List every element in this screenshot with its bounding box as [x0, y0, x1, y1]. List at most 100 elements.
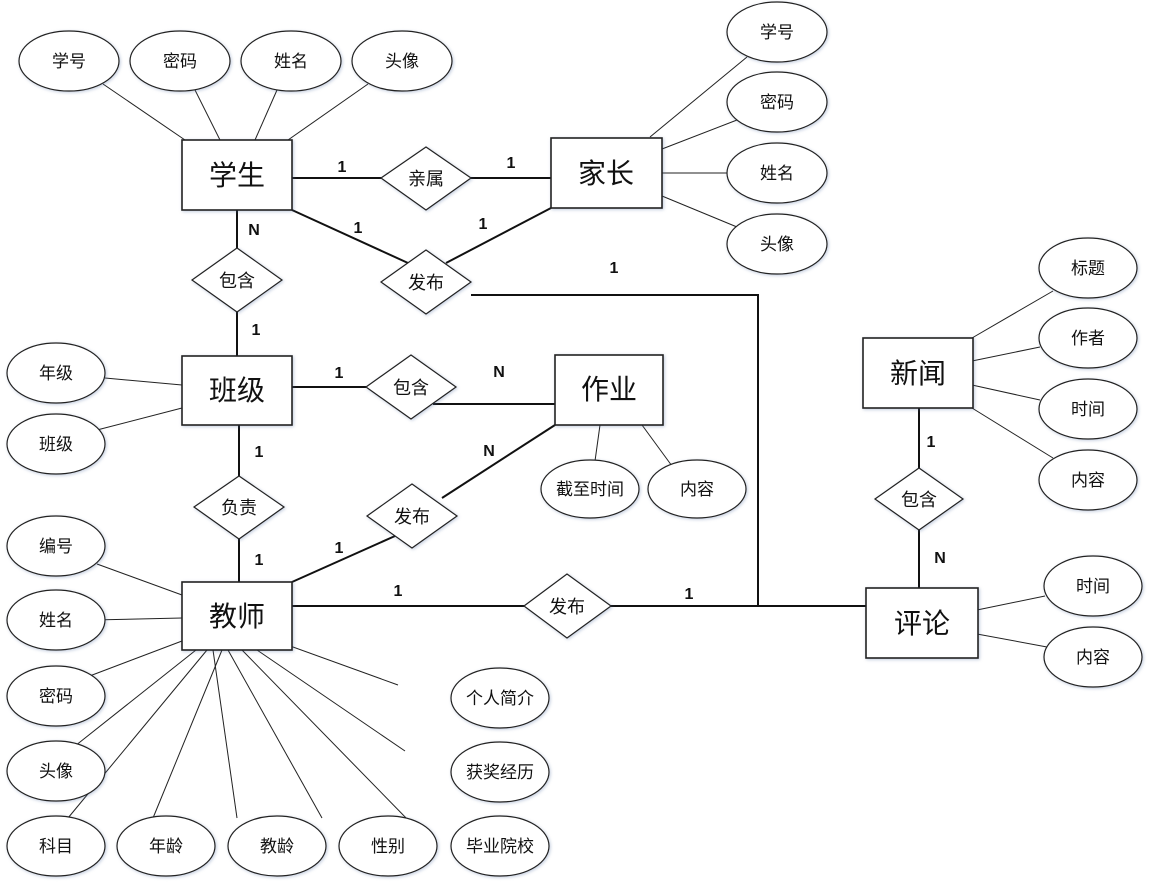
relationship-teacher-publish-homework[interactable]: 发布 [365, 483, 459, 549]
attr-class-class[interactable]: 班级 [6, 413, 106, 475]
edge-class-class [96, 407, 183, 431]
edge-student-name [254, 89, 278, 141]
attr-parent-avatar-label: 头像 [760, 235, 794, 255]
relationship-teacher-publish-homework-label: 发布 [394, 507, 430, 528]
attr-news-content-label: 内容 [1071, 471, 1105, 491]
edge-teacher-number [96, 563, 183, 596]
edge-parent-publish [445, 207, 552, 264]
relationship-teacher-publish-comment-label: 发布 [549, 597, 585, 618]
attr-news-title[interactable]: 标题 [1038, 237, 1138, 299]
attr-teacher-age[interactable]: 年龄 [116, 815, 216, 877]
edge-teacher-teaching-years [212, 649, 238, 819]
attr-comment-content-label: 内容 [1076, 648, 1110, 668]
attr-teacher-number-label: 编号 [39, 537, 73, 557]
attr-teacher-name-label: 姓名 [39, 611, 73, 631]
entity-comment-label: 评论 [894, 607, 950, 640]
entity-parent-label: 家长 [578, 157, 634, 190]
relationship-kinship[interactable]: 亲属 [379, 146, 473, 211]
entity-news[interactable]: 新闻 [862, 337, 974, 409]
edge-news-title [971, 290, 1054, 339]
attr-news-author[interactable]: 作者 [1038, 307, 1138, 369]
attr-student-name-label: 姓名 [274, 52, 308, 72]
relationship-news-contains-comment[interactable]: 包含 [873, 467, 965, 531]
entity-class-label: 班级 [209, 374, 265, 407]
card-teacher-publish-homework: 1 [335, 540, 344, 557]
edge-parent-avatar [661, 195, 738, 228]
attr-teacher-intro-label: 个人简介 [466, 689, 534, 709]
relationship-responsible[interactable]: 负责 [192, 475, 286, 540]
attr-student-password[interactable]: 密码 [129, 30, 231, 92]
attr-teacher-number[interactable]: 编号 [6, 515, 106, 577]
attr-teacher-school[interactable]: 毕业院校 [450, 815, 550, 877]
edge-comment-time [976, 595, 1046, 611]
card-parent-kinship: 1 [507, 155, 516, 172]
edge-teacher-school [241, 649, 411, 823]
attr-news-content[interactable]: 内容 [1038, 449, 1138, 511]
attr-teacher-avatar[interactable]: 头像 [6, 740, 106, 802]
edges [67, 56, 1054, 823]
edge-publish-comment-link [471, 294, 759, 605]
attr-teacher-intro[interactable]: 个人简介 [450, 667, 550, 729]
relationship-teacher-publish-comment[interactable]: 发布 [522, 573, 613, 639]
card-comment-contains: N [934, 550, 946, 567]
card-class-contains-homework: 1 [335, 365, 344, 382]
edge-homework-deadline [594, 424, 601, 462]
entity-student[interactable]: 学生 [181, 139, 293, 211]
attr-comment-time[interactable]: 时间 [1043, 555, 1143, 617]
attr-teacher-age-label: 年龄 [149, 837, 183, 857]
attr-news-time[interactable]: 时间 [1038, 378, 1138, 440]
card-publish-comment: 1 [610, 260, 619, 277]
edge-teacher-age [152, 649, 223, 819]
attr-teacher-subject-label: 科目 [39, 837, 73, 857]
attr-parent-name[interactable]: 姓名 [726, 142, 828, 204]
card-teacher-publish-comment: 1 [394, 583, 403, 600]
attr-news-title-label: 标题 [1071, 259, 1105, 279]
card-student-publish: 1 [354, 220, 363, 237]
relationship-class-contains-homework[interactable]: 包含 [364, 354, 458, 420]
attr-parent-password[interactable]: 密码 [726, 71, 828, 133]
attr-parent-name-label: 姓名 [760, 164, 794, 184]
attr-class-grade[interactable]: 年级 [6, 342, 106, 404]
attr-teacher-teaching-years-label: 教龄 [260, 837, 294, 857]
attr-parent-avatar[interactable]: 头像 [726, 213, 828, 275]
attr-teacher-gender[interactable]: 性别 [338, 815, 438, 877]
relationship-class-contains-student[interactable]: 包含 [190, 247, 284, 313]
entity-teacher[interactable]: 教师 [181, 581, 293, 651]
attr-student-name[interactable]: 姓名 [240, 30, 342, 92]
attr-homework-deadline[interactable]: 截至时间 [540, 459, 640, 519]
edge-student-id [102, 83, 186, 141]
card-class-responsible: 1 [255, 444, 264, 461]
attr-homework-content[interactable]: 内容 [647, 459, 747, 519]
edge-parent-password [661, 119, 738, 150]
attr-teacher-name[interactable]: 姓名 [6, 589, 106, 651]
edge-teacher-password [86, 640, 183, 678]
relationship-kinship-label: 亲属 [408, 169, 444, 190]
attr-student-id[interactable]: 学号 [18, 30, 120, 92]
edge-teacher-name [91, 617, 183, 621]
entity-class[interactable]: 班级 [181, 355, 293, 426]
attr-news-time-label: 时间 [1071, 400, 1105, 420]
entity-student-label: 学生 [209, 159, 265, 192]
attr-teacher-awards[interactable]: 获奖经历 [450, 741, 550, 803]
entity-homework[interactable]: 作业 [554, 354, 664, 426]
relationship-student-publish[interactable]: 发布 [379, 249, 473, 315]
attr-comment-content[interactable]: 内容 [1043, 626, 1143, 688]
entity-comment[interactable]: 评论 [865, 587, 979, 659]
attr-student-avatar[interactable]: 头像 [351, 30, 453, 92]
card-homework-publish: N [483, 443, 495, 460]
card-student-contains: N [248, 222, 260, 239]
attr-teacher-subject[interactable]: 科目 [6, 815, 106, 877]
attr-teacher-awards-label: 获奖经历 [466, 763, 534, 783]
attr-teacher-password[interactable]: 密码 [6, 665, 106, 727]
attr-news-author-label: 作者 [1071, 329, 1105, 349]
entity-parent[interactable]: 家长 [550, 137, 663, 209]
attr-parent-id[interactable]: 学号 [726, 1, 828, 63]
relationship-class-contains-homework-label: 包含 [393, 378, 429, 399]
edge-news-time [971, 384, 1041, 401]
attr-teacher-teaching-years[interactable]: 教龄 [227, 815, 327, 877]
edge-student-avatar [287, 83, 369, 141]
edge-class-grade [104, 377, 183, 386]
entity-homework-label: 作业 [581, 373, 637, 406]
attr-teacher-gender-label: 性别 [371, 837, 405, 857]
edge-teacher-publish-homework [291, 535, 396, 583]
